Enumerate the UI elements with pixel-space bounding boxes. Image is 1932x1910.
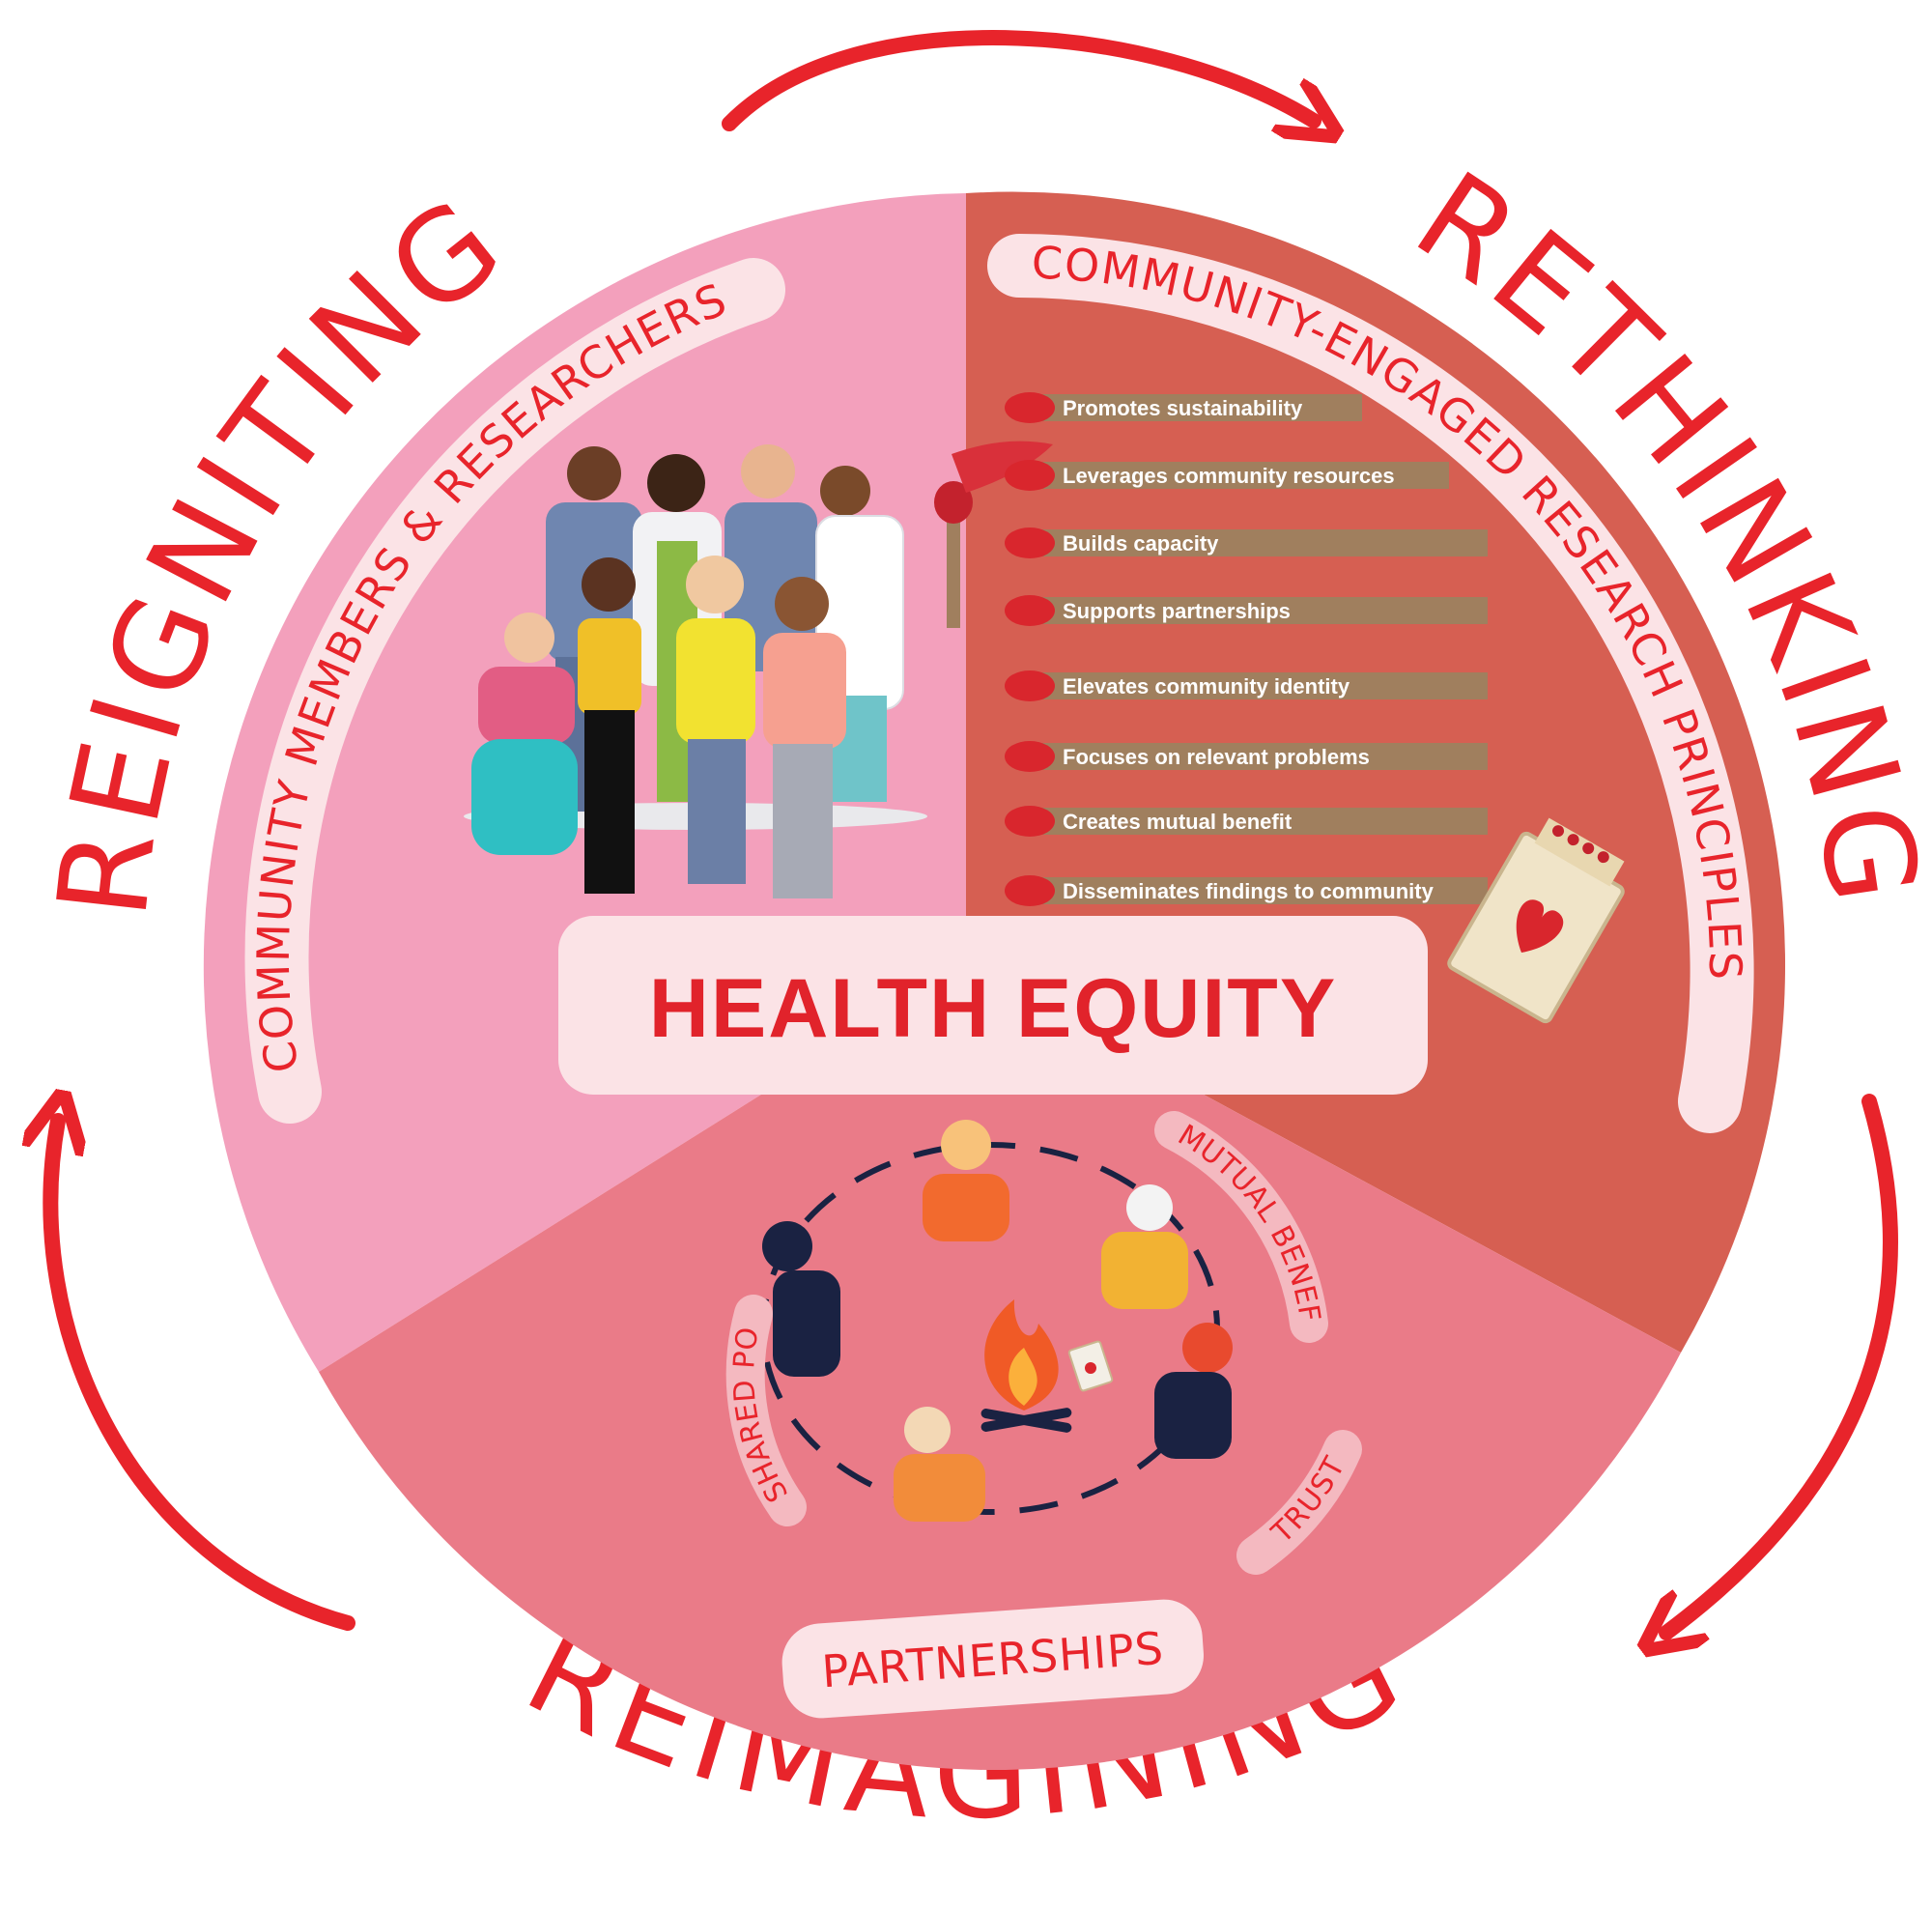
list-item: Elevates community identity: [1005, 670, 1488, 701]
circular-arrow-icon: [1666, 1094, 1898, 1633]
list-item: Builds capacity: [1005, 527, 1488, 558]
people-label-pill: [244, 258, 785, 1124]
dancing-people-icon: [760, 1120, 1233, 1522]
list-item: Leverages community resources: [1005, 460, 1449, 491]
list-item: Promotes sustainability: [1005, 392, 1362, 423]
match-icon: [934, 441, 1053, 628]
page-title: HEALTH EQUITY: [649, 962, 1337, 1055]
principle-text: Leverages community resources: [1063, 464, 1395, 488]
circular-arrow-icon: [722, 30, 1314, 124]
shared-power-pill: [725, 1295, 807, 1526]
center-title-box: HEALTH EQUITY: [558, 916, 1428, 1095]
list-item: Disseminates findings to community: [1005, 875, 1488, 906]
people-group-icon: [464, 444, 927, 898]
campfire-icon: [980, 1299, 1072, 1433]
matchbox-icon: [1447, 817, 1625, 1024]
mutual-benefit-pill: [1154, 1111, 1328, 1343]
trust-pill: [1236, 1430, 1362, 1575]
list-item: Creates mutual benefit: [1005, 806, 1488, 837]
matchbox-icon: [1067, 1340, 1114, 1392]
principle-text: Creates mutual benefit: [1063, 810, 1293, 834]
list-item: Focuses on relevant problems: [1005, 741, 1488, 772]
principle-text: Promotes sustainability: [1063, 396, 1303, 420]
partnerships-label-box: PARTNERSHIPS: [781, 1599, 1204, 1719]
principle-text: Focuses on relevant problems: [1063, 745, 1370, 769]
principle-text: Disseminates findings to community: [1063, 879, 1435, 903]
principle-text: Elevates community identity: [1063, 674, 1350, 698]
principles-list: Promotes sustainability Leverages commun…: [1005, 392, 1488, 906]
principle-text: Builds capacity: [1063, 531, 1219, 556]
cycle-arrows: [50, 30, 1898, 1633]
principles-label-pill: [987, 234, 1754, 1133]
principle-text: Supports partnerships: [1063, 599, 1291, 623]
circular-arrow-icon: [50, 1121, 355, 1631]
list-item: Supports partnerships: [1005, 595, 1488, 626]
